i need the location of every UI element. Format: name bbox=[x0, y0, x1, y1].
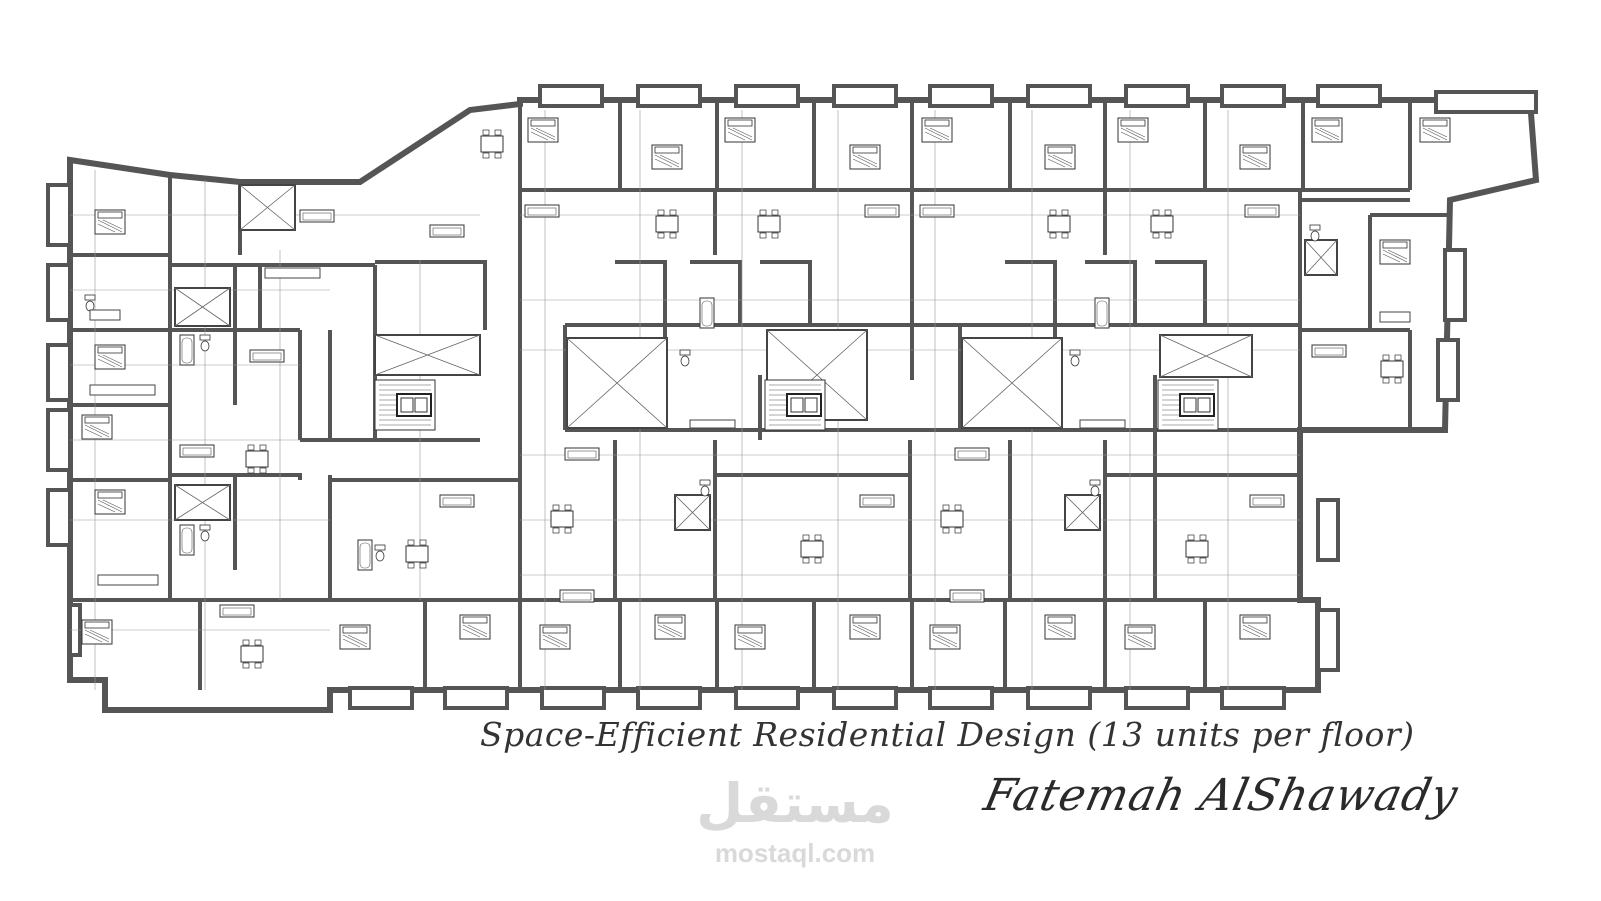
floor-plan bbox=[46, 84, 1540, 713]
bottom-bays bbox=[348, 686, 1286, 710]
right-bays bbox=[1316, 248, 1467, 672]
author-signature: Fatemah AlShawady bbox=[979, 770, 1463, 821]
wardrobes bbox=[89, 267, 1411, 586]
cores bbox=[174, 184, 1338, 531]
drawing-title: Space-Efficient Residential Design (13 u… bbox=[480, 715, 1415, 754]
interior-walls bbox=[70, 100, 1450, 690]
top-bays bbox=[538, 84, 1538, 114]
watermark-logo: مستقل bbox=[696, 772, 894, 835]
watermark-url: mostaql.com bbox=[714, 838, 876, 868]
